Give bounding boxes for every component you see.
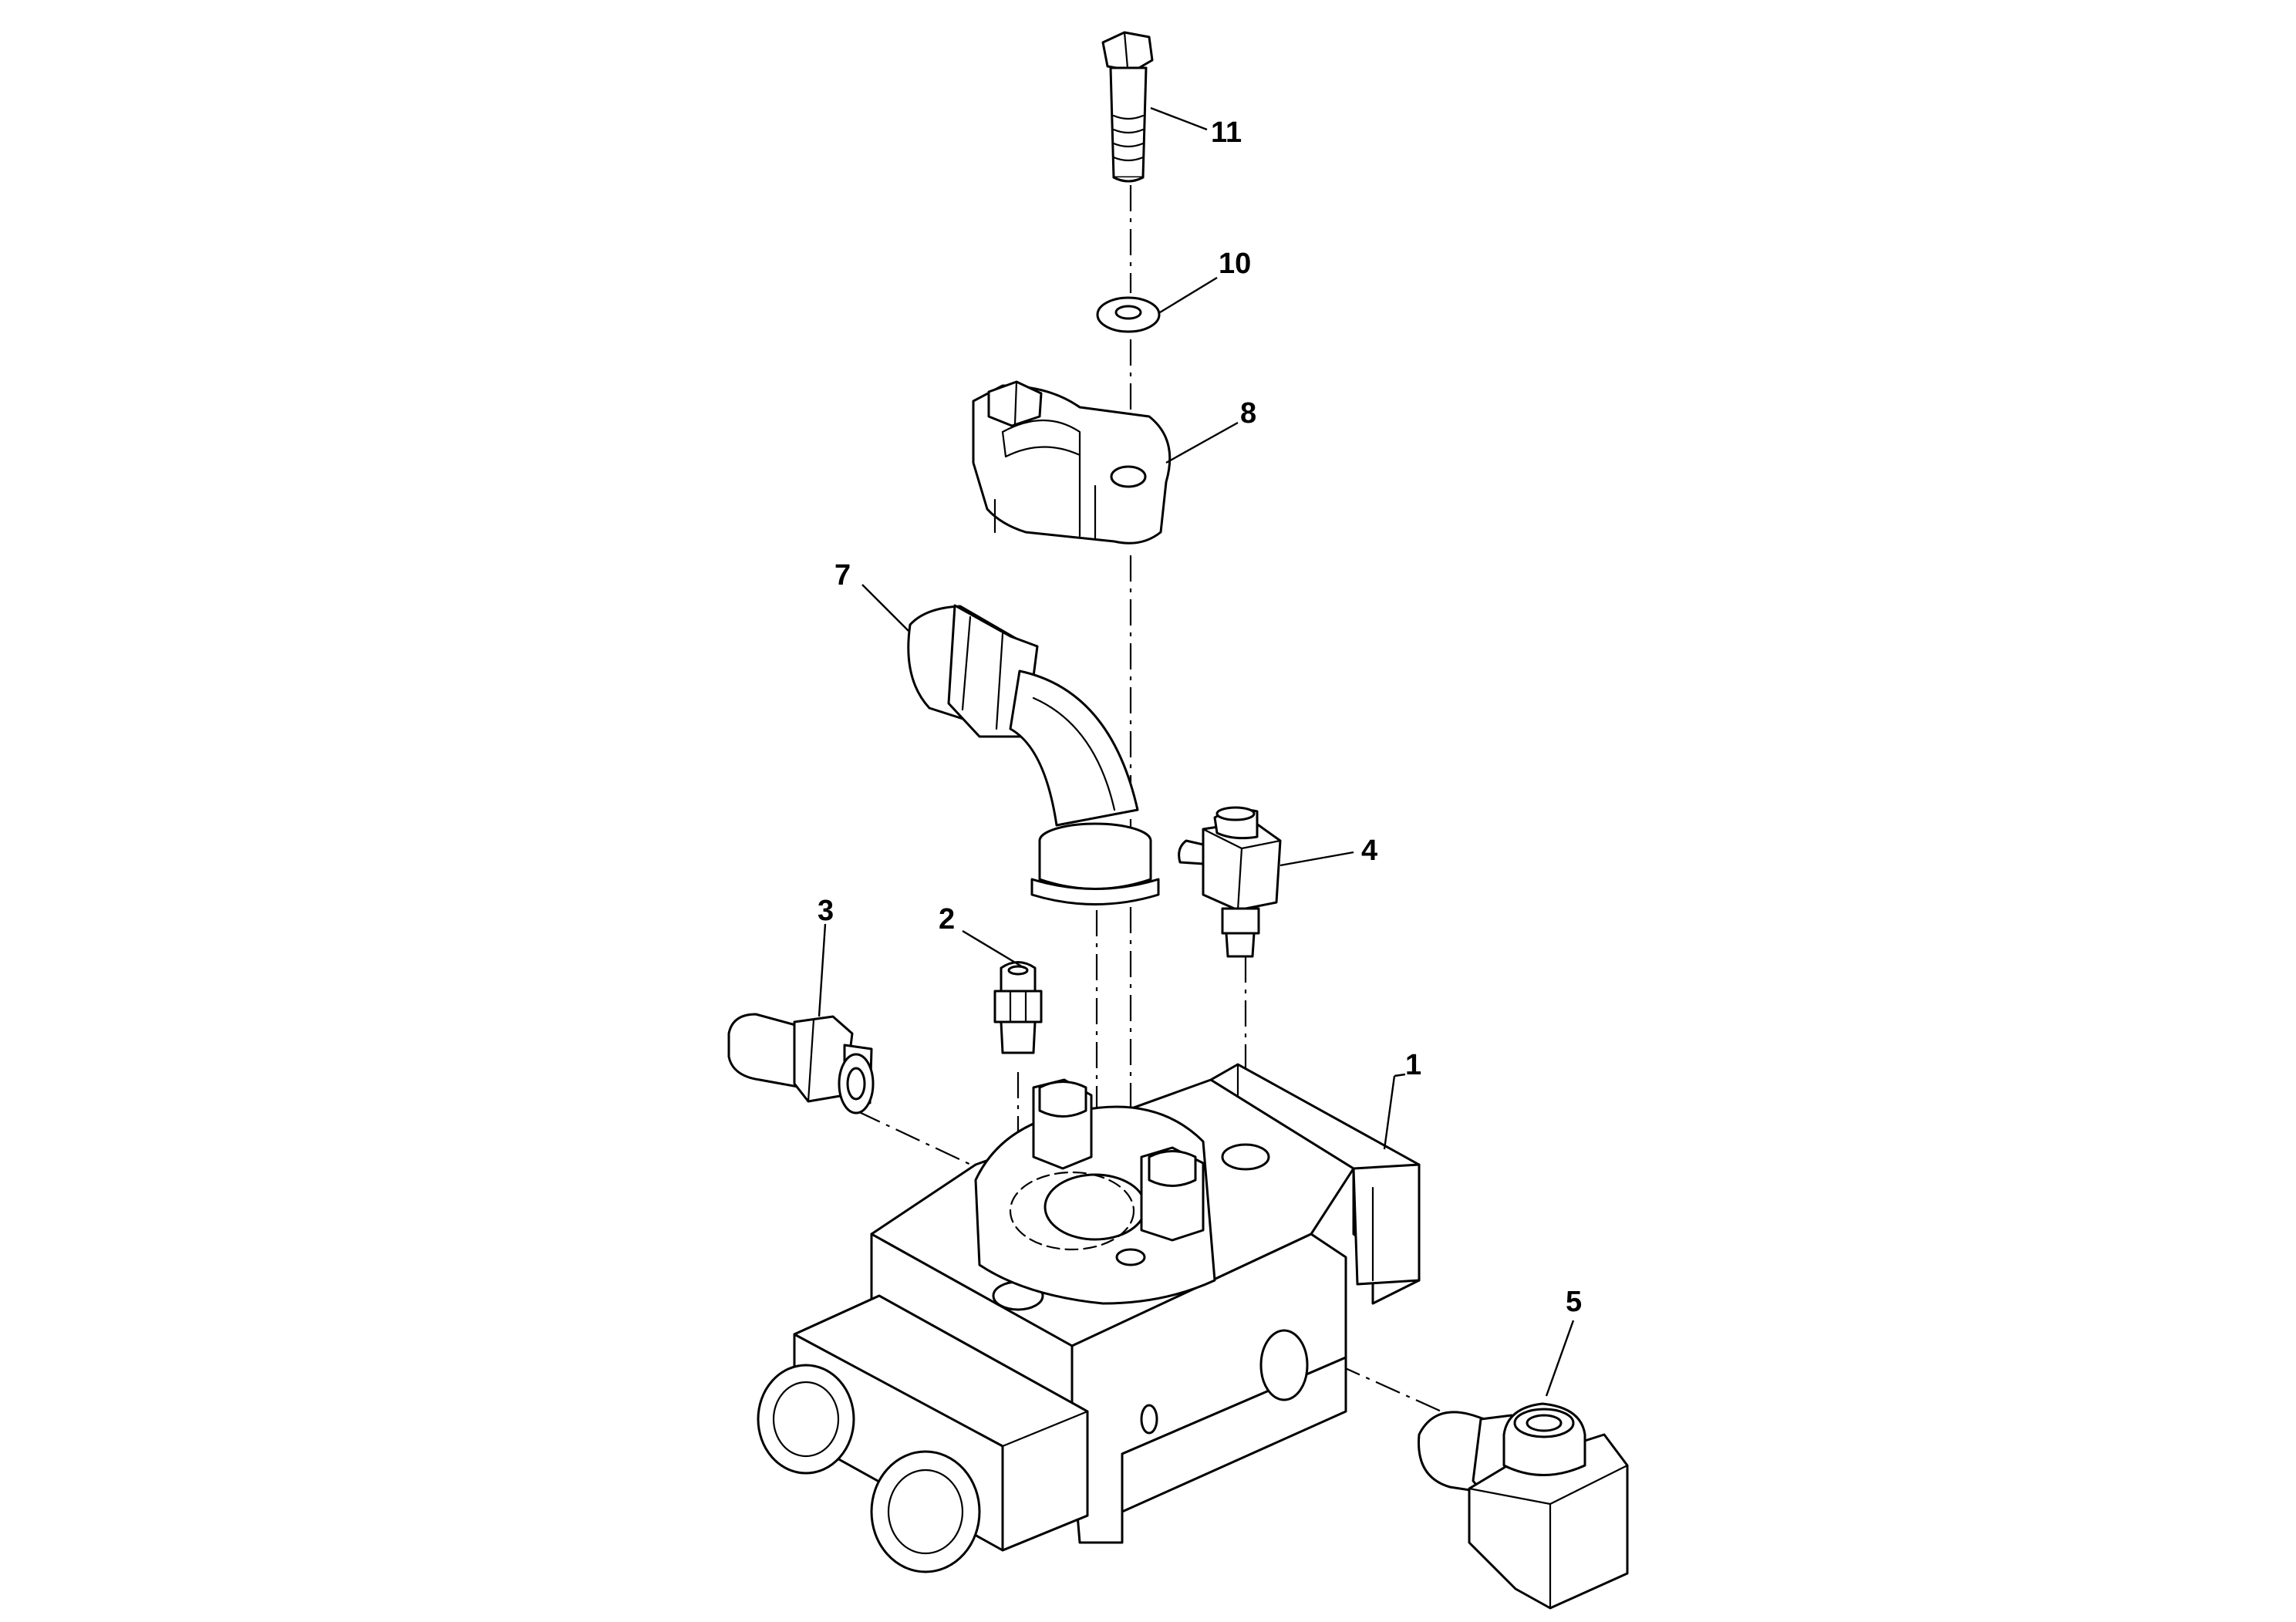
leader-lines bbox=[818, 106, 1575, 1397]
callout-2: 2 bbox=[939, 903, 955, 936]
callout-7: 7 bbox=[834, 559, 851, 592]
callout-labels: 1 2 3 4 5 7 8 10 11 bbox=[818, 116, 1582, 1318]
callout-10: 10 bbox=[1219, 248, 1251, 280]
callout-5: 5 bbox=[1566, 1286, 1582, 1318]
callout-1: 1 bbox=[1405, 1049, 1421, 1081]
valve-body-1 bbox=[757, 1063, 1421, 1573]
callout-4: 4 bbox=[1361, 835, 1377, 867]
callout-3: 3 bbox=[818, 895, 834, 927]
adapter-3 bbox=[727, 1013, 875, 1114]
elbow-fitting-7 bbox=[907, 604, 1160, 905]
washer-10 bbox=[1096, 296, 1161, 333]
bolt-11 bbox=[1101, 31, 1154, 183]
callout-8: 8 bbox=[1240, 397, 1256, 430]
solenoid-coil-5 bbox=[1418, 1402, 1629, 1610]
split-flange-8 bbox=[972, 380, 1172, 545]
callout-11: 11 bbox=[1211, 116, 1242, 149]
tee-fitting-4 bbox=[1178, 806, 1282, 958]
small-fitting-2 bbox=[993, 961, 1043, 1054]
